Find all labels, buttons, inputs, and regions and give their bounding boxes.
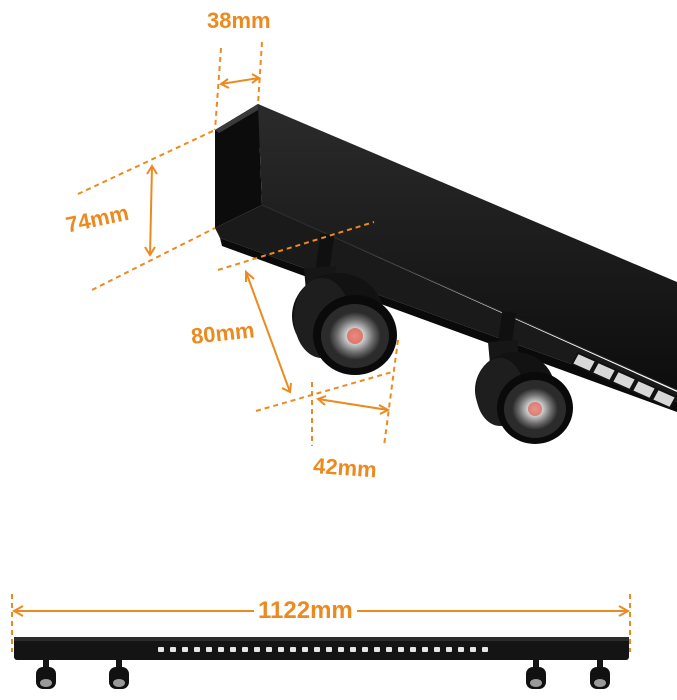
full-length-louvre [158,647,488,652]
width-dimension-label: 38mm [207,8,271,33]
spot-diameter-dimension-label: 42mm [312,453,378,483]
full-length-spot-3 [526,659,546,689]
full-length-spot-1 [36,659,56,689]
full-length-spot-4 [590,659,610,689]
full-length-spot-2 [109,659,129,689]
closeup-spotlight-2 [475,311,573,444]
total-length-dimension-label: 1122mm [254,599,357,623]
full-length-fixture [14,637,629,689]
closeup-spotlight-1 [292,233,397,375]
closeup-housing [215,104,677,412]
dimension-lines [11,41,631,652]
